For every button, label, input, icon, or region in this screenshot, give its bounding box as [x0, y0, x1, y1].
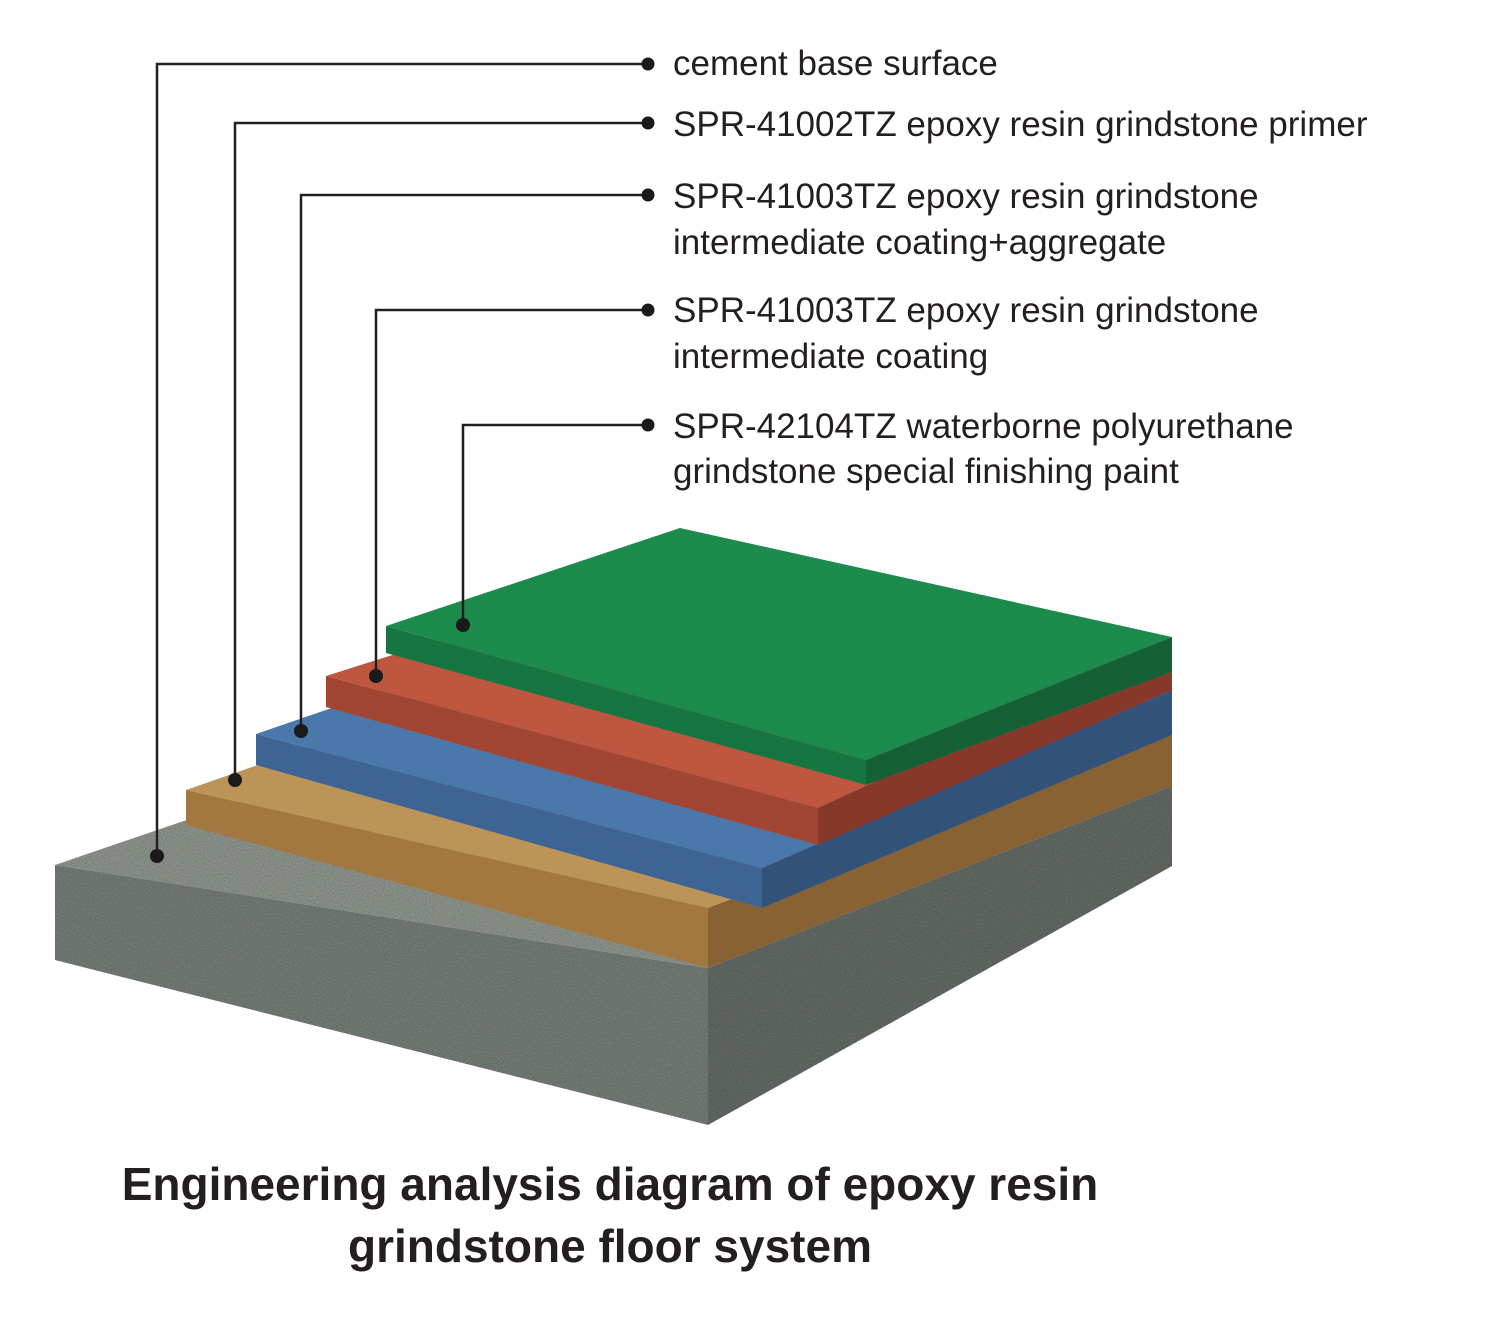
- finish-layer: [386, 528, 1172, 785]
- leader-dot-intermediate-end: [641, 303, 655, 317]
- finish-front: [386, 626, 866, 785]
- finish-side: [866, 637, 1172, 785]
- leader-dot-primer-end: [641, 116, 655, 130]
- label-intermediate-line2: intermediate coating: [673, 337, 988, 376]
- label-finish-line2: grindstone special finishing paint: [673, 452, 1179, 491]
- primer-front: [186, 790, 708, 968]
- leader-line-intermediate-aggregate: [299, 193, 648, 731]
- cement-base-side: [708, 786, 1172, 1125]
- label-intermediate-aggregate-line2: intermediate coating+aggregate: [673, 223, 1166, 262]
- leader-lines: [150, 57, 655, 863]
- title-line-2: grindstone floor system: [348, 1220, 872, 1272]
- finish-top: [386, 528, 1172, 760]
- intermediate-aggregate-front: [256, 734, 762, 908]
- intermediate-aggregate-side: [762, 690, 1172, 908]
- leader-dot-finish-start: [456, 618, 470, 632]
- diagram-title: Engineering analysis diagram of epoxy re…: [122, 1158, 1099, 1272]
- leader-line-intermediate: [374, 308, 648, 676]
- leader-dot-intermediate-start: [369, 669, 383, 683]
- primer-side: [708, 735, 1172, 968]
- leader-dot-intermediate-aggregate-end: [641, 188, 655, 202]
- intermediate-front: [326, 676, 818, 845]
- label-cement-base: cement base surface: [673, 44, 998, 83]
- label-intermediate-aggregate-line1: SPR-41003TZ epoxy resin grindstone: [673, 177, 1259, 216]
- title-line-1: Engineering analysis diagram of epoxy re…: [122, 1158, 1099, 1210]
- label-finish-line1: SPR-42104TZ waterborne polyurethane: [673, 407, 1294, 446]
- leader-dot-finish-end: [641, 418, 655, 432]
- layer-labels: cement base surface SPR-41002TZ epoxy re…: [673, 44, 1368, 491]
- label-primer: SPR-41002TZ epoxy resin grindstone prime…: [673, 105, 1368, 144]
- leader-dot-cement-end: [641, 57, 655, 71]
- leader-dot-cement-start: [150, 849, 164, 863]
- leader-line-primer: [233, 121, 648, 780]
- leader-dot-primer-start: [228, 773, 242, 787]
- leader-dot-intermediate-aggregate-start: [294, 724, 308, 738]
- label-intermediate-line1: SPR-41003TZ epoxy resin grindstone: [673, 291, 1259, 330]
- cement-base-front: [55, 865, 708, 1125]
- leader-line-finish: [461, 423, 648, 625]
- leader-line-cement: [155, 62, 648, 856]
